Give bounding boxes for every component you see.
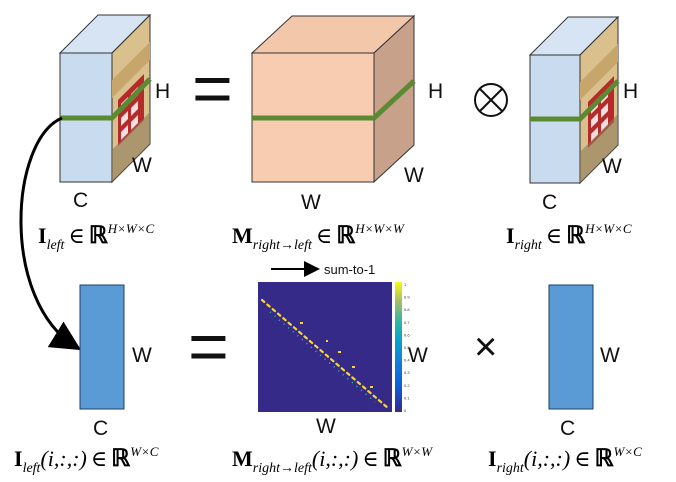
colorbar-tick-label: 0.8: [404, 307, 410, 312]
heatmap-w-bottom-label: W: [316, 415, 336, 438]
attention-matrix-cube: [250, 14, 416, 184]
attention-heatmap: [258, 282, 392, 412]
times-sign: ×: [474, 325, 497, 369]
left-cube-h-label: H: [155, 80, 170, 103]
left-bar-w-label: W: [132, 344, 152, 367]
left-feature-cube: [58, 13, 152, 184]
slice-arrow: [19, 116, 82, 351]
formula-i-right: Iright∈ℝH×W×C: [506, 221, 632, 253]
colorbar-tick-label: 0.2: [404, 383, 410, 388]
colorbar-tick-label: 0: [404, 408, 407, 413]
right-feature-cube: [528, 15, 620, 185]
right-cube-c-label: C: [542, 191, 557, 214]
heatmap-colorbar: [395, 282, 402, 412]
colorbar-tick-label: 0.6: [404, 332, 410, 337]
right-bar-c-label: C: [560, 417, 575, 440]
right-cube-h-label: H: [623, 80, 638, 103]
matrix-cube-green-slice: [252, 79, 416, 121]
colorbar-tick-labels: 1 0.9 0.8 0.7 0.6 0.5 0.4 0.3 0.2 0.1 0: [404, 282, 410, 413]
heatmap-diagonal: [260, 298, 390, 410]
otimes-symbol: ⊗: [474, 83, 508, 117]
formula-m: Mright→left∈ℝH×W×W: [232, 221, 405, 253]
heatmap-background: [258, 282, 392, 412]
sum-to-1-label: sum-to-1: [324, 262, 375, 277]
right-bar-w-label: W: [600, 344, 620, 367]
colorbar-tick-label: 0.7: [404, 320, 410, 325]
colorbar-tick-label: 1: [404, 282, 407, 287]
formula-m-slice: Mright→left(i,:,:)∈ℝW×W: [232, 444, 433, 476]
matrix-cube-w-bottom-label: W: [301, 191, 321, 214]
left-slice-bar: [79, 284, 125, 410]
heatmap-outlier-dots: [300, 322, 373, 388]
colorbar-tick-label: 0.3: [404, 370, 410, 375]
right-cube-w-label: W: [602, 155, 622, 178]
colorbar-tick-label: 0.1: [404, 395, 410, 400]
colorbar-tick-label: 0.9: [404, 295, 410, 300]
left-cube-c-label: C: [73, 189, 88, 212]
colorbar-tick-label: 0.4: [404, 358, 410, 363]
left-cube-w-label: W: [132, 154, 152, 177]
formula-i-right-slice: Iright(i,:,:)∈ℝW×C: [488, 444, 642, 476]
right-cube-green-slice: [530, 79, 620, 122]
left-bar-c-label: C: [93, 417, 108, 440]
formula-i-left: Ileft∈ℝH×W×C: [38, 221, 155, 253]
heatmap-w-right-label: W: [408, 344, 428, 367]
matrix-cube-w-side-label: W: [404, 164, 424, 187]
formula-i-left-slice: Ileft(i,:,:)∈ℝW×C: [14, 444, 159, 476]
top-equals-sign: =: [192, 49, 233, 127]
right-slice-bar: [548, 284, 594, 410]
bottom-equals-sign: =: [188, 307, 229, 385]
left-cube-green-slice: [60, 77, 152, 121]
colorbar-tick-label: 0.5: [404, 345, 410, 350]
matrix-cube-h-label: H: [428, 80, 443, 103]
